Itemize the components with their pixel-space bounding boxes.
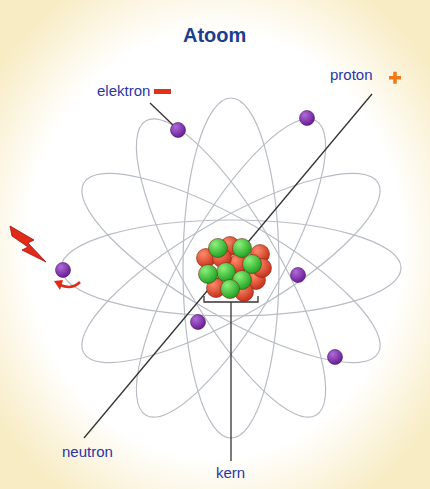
neutron-ball [233,239,252,258]
electron-dot [171,123,186,138]
leader-line [230,302,231,461]
curved-arrow [60,282,80,287]
neutron-label: neutron [62,443,113,460]
neutron-ball [199,265,218,284]
plus-symbol [389,72,401,84]
neutron-ball [209,239,228,258]
nucleus [197,237,272,302]
leader-lines [84,94,372,461]
nucleus-label: kern [216,464,245,481]
electrons [56,111,343,365]
orbit [61,220,401,316]
electron-dot [191,315,206,330]
energy-bolt [10,226,46,262]
arrow-head [54,280,63,290]
leader-line [150,103,173,125]
leader-line [84,94,372,438]
minus-symbol [154,89,171,94]
electron-dot [300,111,315,126]
electron-label: elektron [97,82,150,99]
electron-dot [291,268,306,283]
electron-dot [328,350,343,365]
neutron-ball [243,255,262,274]
neutron-ball [221,280,240,299]
plus-bar [393,72,397,84]
proton-label: proton [330,66,373,83]
electron-dot [56,263,71,278]
diagram-title: Atoom [183,24,246,47]
